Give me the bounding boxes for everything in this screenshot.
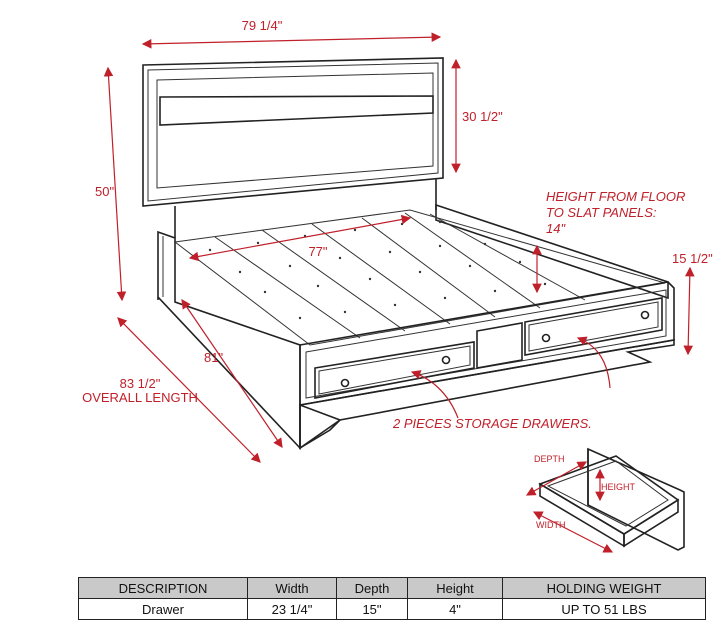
cell-holding-weight: UP TO 51 LBS — [502, 598, 706, 620]
header-height: Height — [407, 577, 503, 599]
rail-length-label: 81" — [204, 350, 223, 365]
decorative-center-panel — [476, 322, 523, 369]
headboard-panel-height-label: 30 1/2" — [462, 109, 503, 124]
footboard — [299, 281, 675, 450]
inset-depth-label: DEPTH — [534, 454, 565, 464]
right-drawer — [524, 297, 663, 356]
header-width: Width — [247, 577, 337, 599]
cell-depth: 15" — [336, 598, 408, 620]
drawers-note: 2 PIECES STORAGE DRAWERS. — [392, 416, 592, 431]
slat-height-value: 14" — [546, 221, 566, 236]
slat-height-line2: TO SLAT PANELS: — [546, 205, 657, 220]
bed-dimension-drawing: 79 1/4" 30 1/2" 50" 81" 83 1/2" OVERALL … — [82, 18, 713, 553]
inset-height-label: HEIGHT — [601, 482, 636, 492]
slat-width-label: 77" — [308, 244, 327, 259]
slat-height-line1: HEIGHT FROM FLOOR — [546, 189, 685, 204]
footboard-height-label: 15 1/2" — [672, 251, 713, 266]
drawer-inset — [525, 447, 685, 553]
table-header-row: DESCRIPTION Width Depth Height HOLDING W… — [78, 577, 706, 599]
header-depth: Depth — [336, 577, 408, 599]
dimension-lines — [103, 32, 695, 463]
overall-height-label: 50" — [95, 184, 114, 199]
table-row: Drawer 23 1/4" 15" 4" UP TO 51 LBS — [78, 598, 706, 620]
left-drawer — [314, 341, 475, 399]
headboard — [142, 57, 444, 238]
overall-length-value: 83 1/2" — [120, 376, 161, 391]
cell-height: 4" — [407, 598, 503, 620]
headboard-width-label: 79 1/4" — [242, 18, 283, 33]
header-holding-weight: HOLDING WEIGHT — [502, 577, 706, 599]
cell-description: Drawer — [78, 598, 248, 620]
header-description: DESCRIPTION — [78, 577, 248, 599]
right-rail — [435, 203, 669, 300]
cell-width: 23 1/4" — [247, 598, 337, 620]
inset-width-label: WIDTH — [536, 520, 566, 530]
drawer-spec-table: DESCRIPTION Width Depth Height HOLDING W… — [78, 577, 706, 620]
overall-length-label: OVERALL LENGTH — [82, 390, 198, 405]
side-rail — [157, 230, 301, 451]
